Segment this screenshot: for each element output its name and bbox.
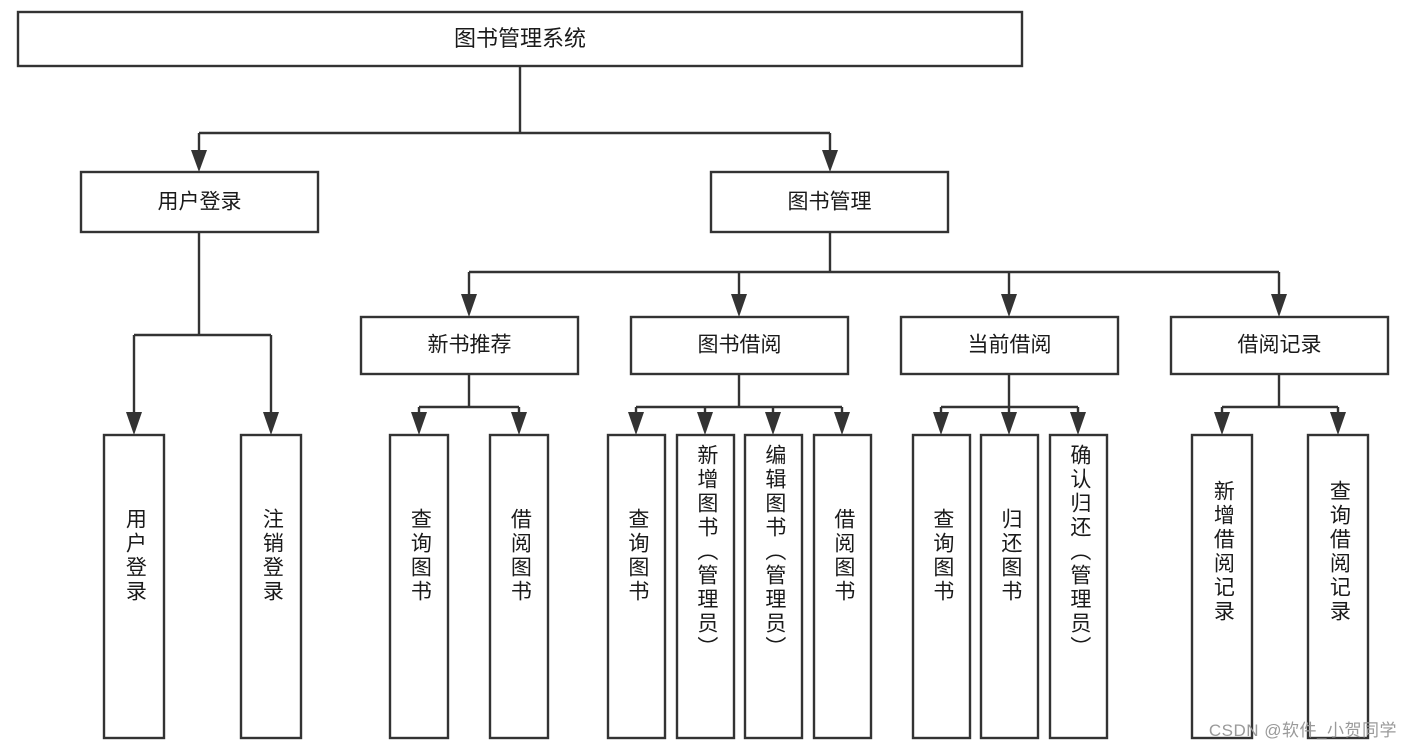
arrow-head-rec-2 xyxy=(511,412,527,435)
leaf-box-cur-2[interactable] xyxy=(979,433,1040,740)
arrow-head-cur-3 xyxy=(1070,412,1086,435)
connector-book-borrow-to-leaves xyxy=(628,374,850,435)
node-borrow-record-box[interactable] xyxy=(1169,315,1390,376)
node-new-book-rec[interactable]: 新书推荐 xyxy=(359,315,580,376)
arrow-head-borrow-3 xyxy=(765,412,781,435)
leaf-box-rev-2[interactable] xyxy=(1306,433,1370,740)
arrow-head-cur-2 xyxy=(1001,412,1017,435)
arrow-head-ul-leaf-2 xyxy=(263,412,279,435)
node-book-manage-label: 图书管理 xyxy=(788,191,872,214)
node-book-borrow-label: 图书借阅 xyxy=(698,334,782,357)
node-root-label: 图书管理系统 xyxy=(454,26,586,51)
arrow-head-borrow-1 xyxy=(628,412,644,435)
node-book-manage[interactable]: 图书管理 xyxy=(709,170,950,234)
arrow-head-book-manage xyxy=(822,150,838,172)
leaf-box-user-login-1[interactable] xyxy=(102,433,166,740)
node-user-login-box[interactable] xyxy=(79,170,320,234)
node-book-borrow[interactable]: 图书借阅 xyxy=(629,315,850,376)
node-new-book-rec-box[interactable] xyxy=(359,315,580,376)
node-borrow-record-label: 借阅记录 xyxy=(1238,334,1322,357)
node-current-borrow-label: 当前借阅 xyxy=(968,334,1052,357)
leaf-box-cur-1[interactable] xyxy=(911,433,972,740)
leaf-box-borrow-2[interactable] xyxy=(675,433,736,740)
leaf-box-rev-1[interactable] xyxy=(1190,433,1254,740)
arrow-head-rec-1 xyxy=(411,412,427,435)
arrow-head-user-login xyxy=(191,150,207,172)
leaf-box-borrow-1[interactable] xyxy=(606,433,667,740)
arrow-head-current-borrow xyxy=(1001,294,1017,317)
connector-current-borrow-to-leaves xyxy=(933,374,1086,435)
leaf-box-rec-1[interactable] xyxy=(388,433,450,740)
node-current-borrow[interactable]: 当前借阅 xyxy=(899,315,1120,376)
node-book-borrow-box[interactable] xyxy=(629,315,850,376)
node-new-book-rec-label: 新书推荐 xyxy=(428,334,512,357)
arrow-head-borrow-2 xyxy=(697,412,713,435)
arrow-head-cur-1 xyxy=(933,412,949,435)
arrow-head-book-borrow xyxy=(731,294,747,317)
arrow-head-new-book-rec xyxy=(461,294,477,317)
leaf-box-user-login-2[interactable] xyxy=(239,433,303,740)
leaf-box-cur-3[interactable] xyxy=(1048,433,1109,740)
arrow-head-borrow-4 xyxy=(834,412,850,435)
connector-borrow-record-to-leaves xyxy=(1214,374,1346,435)
node-current-borrow-box[interactable] xyxy=(899,315,1120,376)
node-book-manage-box[interactable] xyxy=(709,170,950,234)
node-root-box[interactable] xyxy=(16,10,1024,68)
node-borrow-record[interactable]: 借阅记录 xyxy=(1169,315,1390,376)
connector-new-book-rec-to-leaves xyxy=(411,374,527,435)
arrow-head-rev-1 xyxy=(1214,412,1230,435)
leaf-box-borrow-3[interactable] xyxy=(743,433,804,740)
node-user-login[interactable]: 用户登录 xyxy=(79,170,320,234)
arrow-head-ul-leaf-1 xyxy=(126,412,142,435)
connector-book-manage-to-level3 xyxy=(461,232,1287,317)
node-user-login-label: 用户登录 xyxy=(158,191,242,214)
node-root[interactable]: 图书管理系统 xyxy=(16,10,1024,68)
leaf-box-rec-2[interactable] xyxy=(488,433,550,740)
arrow-head-borrow-record xyxy=(1271,294,1287,317)
arrow-head-rev-2 xyxy=(1330,412,1346,435)
csdn-watermark: CSDN @软件_小贺同学 xyxy=(1208,721,1397,740)
connector-user-login-to-leaves xyxy=(126,232,279,435)
connector-root-to-level2 xyxy=(191,66,838,172)
leaf-box-borrow-4[interactable] xyxy=(812,433,873,740)
